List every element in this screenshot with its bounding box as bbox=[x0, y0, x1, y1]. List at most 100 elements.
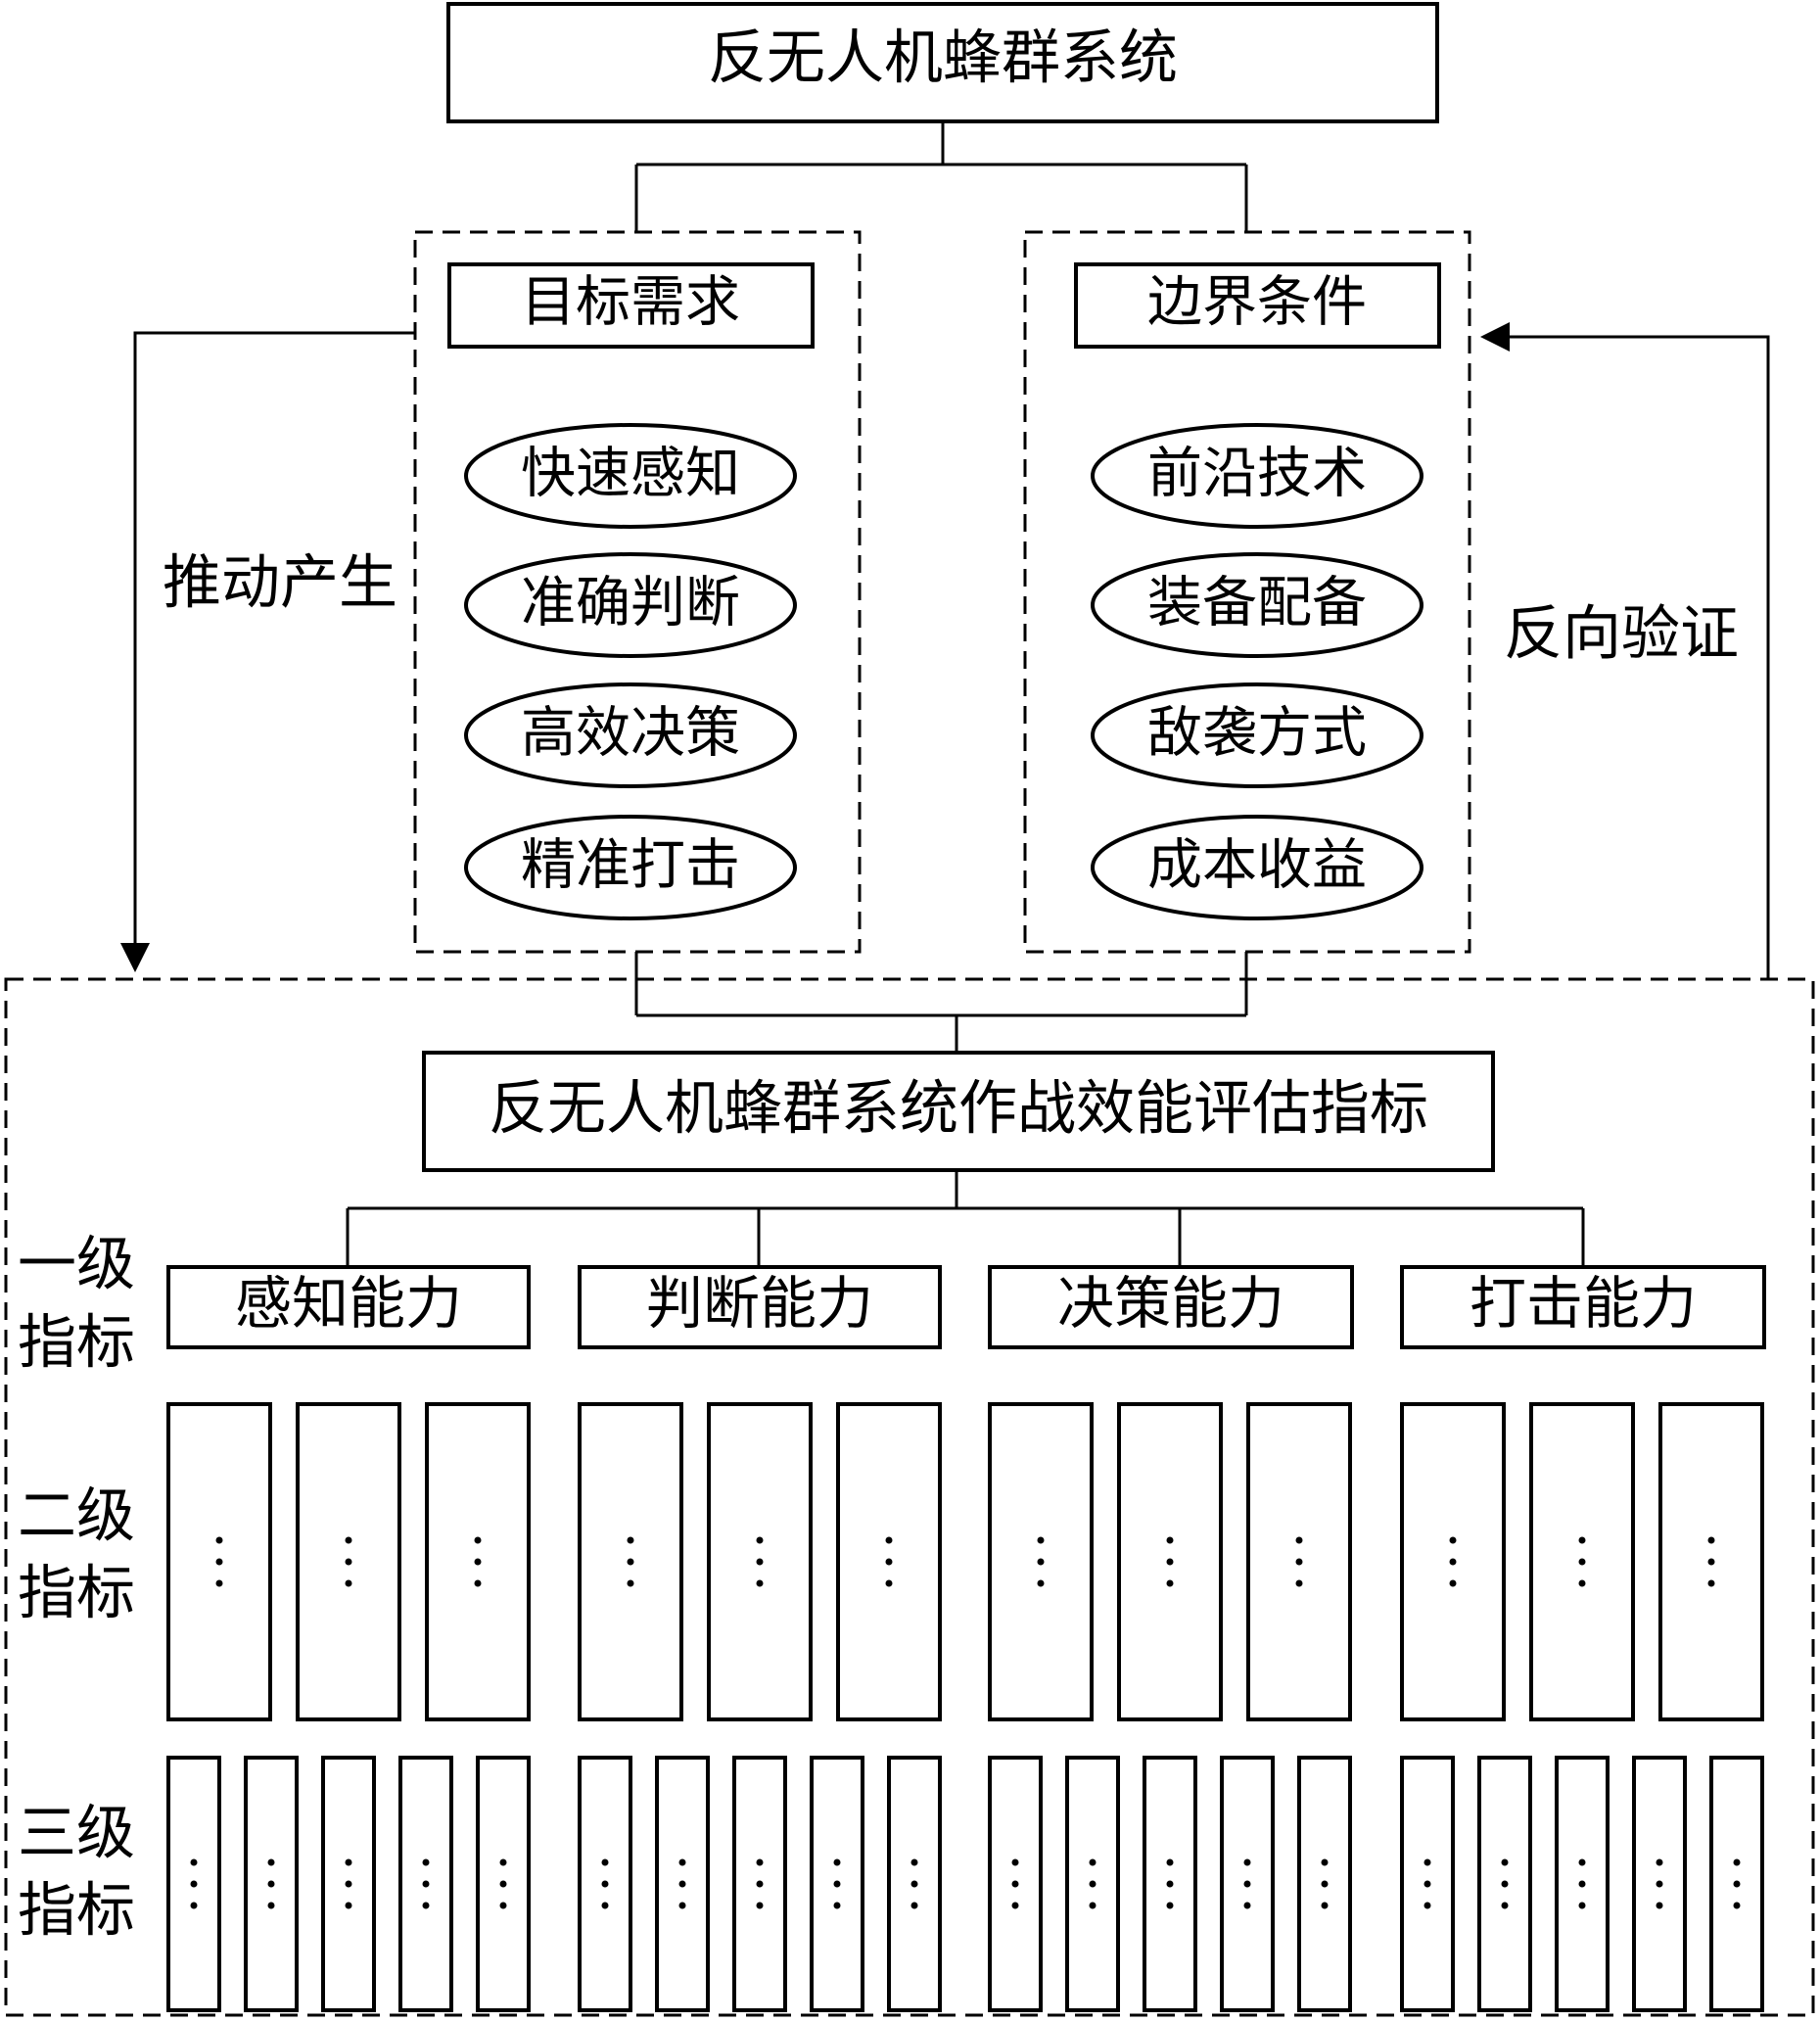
push-arrow bbox=[120, 331, 415, 972]
indicator-box bbox=[1143, 1756, 1197, 2012]
level1-label: 判断能力 bbox=[646, 1270, 873, 1337]
ellipsis-dot bbox=[267, 1880, 275, 1888]
top-system-title: 反无人机蜂群系统 bbox=[708, 24, 1178, 93]
ellipsis-dot bbox=[756, 1902, 764, 1909]
ellipsis-dot bbox=[1578, 1579, 1586, 1587]
left-item-label: 快速感知 bbox=[521, 443, 740, 506]
ellipsis-dot bbox=[1321, 1902, 1329, 1909]
ellipsis-dot bbox=[345, 1858, 352, 1866]
right-item-ellipse bbox=[1091, 552, 1423, 658]
ellipsis-dot bbox=[1166, 1536, 1174, 1544]
ellipsis-dot bbox=[474, 1558, 482, 1566]
level3-boxes bbox=[166, 1756, 1764, 2012]
top-system-box bbox=[446, 2, 1439, 123]
ellipsis-dot bbox=[627, 1536, 634, 1544]
left-item-label: 高效决策 bbox=[521, 702, 740, 766]
level1-label: 打击能力 bbox=[1470, 1270, 1697, 1337]
ellipsis-dot bbox=[345, 1902, 352, 1909]
ellipsis-dot bbox=[1011, 1902, 1019, 1909]
level1-box bbox=[166, 1265, 531, 1349]
ellipsis-dot bbox=[422, 1858, 430, 1866]
ellipsis-dot bbox=[678, 1858, 686, 1866]
ellipsis-dot bbox=[1089, 1858, 1097, 1866]
ellipsis-dot bbox=[1089, 1880, 1097, 1888]
right-group-items: 前沿技术 装备配备 敌袭方式 成本收益 bbox=[1091, 423, 1423, 920]
ellipsis-dot bbox=[756, 1858, 764, 1866]
ellipsis-dot bbox=[1656, 1880, 1663, 1888]
ellipsis-dot bbox=[1707, 1536, 1715, 1544]
ellipsis-dot bbox=[345, 1579, 352, 1587]
ellipsis-dot bbox=[910, 1880, 918, 1888]
ellipsis-dot bbox=[1166, 1579, 1174, 1587]
ellipsis-dot bbox=[215, 1579, 223, 1587]
level-label-line: 二级 bbox=[18, 1482, 135, 1551]
ellipsis-dot bbox=[678, 1880, 686, 1888]
ellipsis-dot bbox=[756, 1880, 764, 1888]
left-item-ellipse bbox=[464, 423, 797, 529]
right-item-ellipse bbox=[1091, 815, 1423, 920]
ellipsis-dot bbox=[190, 1902, 198, 1909]
eval-title-box bbox=[422, 1051, 1495, 1172]
ellipsis-dot bbox=[1578, 1858, 1586, 1866]
ellipsis-dot bbox=[1295, 1579, 1303, 1587]
ellipsis-dot bbox=[345, 1880, 352, 1888]
ellipsis-dot bbox=[1449, 1536, 1457, 1544]
right-item-ellipse bbox=[1091, 682, 1423, 788]
right-group-title: 边界条件 bbox=[1147, 271, 1367, 335]
ellipsis-dot bbox=[885, 1558, 893, 1566]
left-item-label: 准确判断 bbox=[521, 572, 740, 635]
ellipsis-dot bbox=[756, 1579, 764, 1587]
ellipsis-dot bbox=[1707, 1558, 1715, 1566]
left-item-ellipse bbox=[464, 815, 797, 920]
ellipsis-dot bbox=[345, 1558, 352, 1566]
ellipsis-dot bbox=[1089, 1902, 1097, 1909]
ellipsis-dot bbox=[627, 1558, 634, 1566]
level1-label: 决策能力 bbox=[1057, 1270, 1284, 1337]
ellipsis-dot bbox=[1733, 1858, 1741, 1866]
ellipsis-dot bbox=[1656, 1902, 1663, 1909]
indicator-box bbox=[1529, 1402, 1635, 1721]
ellipsis-dot bbox=[1011, 1880, 1019, 1888]
level-label-line: 指标 bbox=[18, 1309, 135, 1378]
ellipsis-dot bbox=[1733, 1902, 1741, 1909]
left-item-ellipse bbox=[464, 552, 797, 658]
ellipsis-dot bbox=[1295, 1536, 1303, 1544]
ellipsis-dot bbox=[499, 1858, 507, 1866]
level2-boxes bbox=[166, 1402, 1764, 1721]
ellipsis-dot bbox=[1295, 1558, 1303, 1566]
ellipsis-dot bbox=[1423, 1858, 1431, 1866]
ellipsis-dot bbox=[1501, 1880, 1509, 1888]
level-label-line: 指标 bbox=[18, 1877, 135, 1946]
indicator-box bbox=[655, 1756, 710, 2012]
level-label-2: 二级 指标 bbox=[18, 1482, 135, 1628]
level-label-line: 三级 bbox=[18, 1800, 135, 1868]
ellipsis-dot bbox=[1578, 1880, 1586, 1888]
ellipsis-dot bbox=[1037, 1536, 1045, 1544]
ellipsis-dot bbox=[1166, 1902, 1174, 1909]
right-item-label: 成本收益 bbox=[1147, 834, 1367, 898]
left-item-label: 精准打击 bbox=[521, 834, 740, 898]
level-label-3: 三级 指标 bbox=[18, 1800, 135, 1946]
ellipsis-dot bbox=[601, 1902, 609, 1909]
ellipsis-dot bbox=[190, 1858, 198, 1866]
ellipsis-dot bbox=[1243, 1880, 1251, 1888]
ellipsis-dot bbox=[885, 1579, 893, 1587]
eval-connector bbox=[634, 952, 1248, 1053]
eval-title: 反无人机蜂群系统作战效能评估指标 bbox=[489, 1075, 1428, 1144]
ellipsis-dot bbox=[1243, 1858, 1251, 1866]
push-arrow-label: 推动产生 bbox=[163, 549, 397, 618]
ellipsis-dot bbox=[1166, 1880, 1174, 1888]
ellipsis-dot bbox=[756, 1536, 764, 1544]
right-item-label: 敌袭方式 bbox=[1147, 702, 1367, 766]
indicator-box bbox=[1555, 1756, 1610, 2012]
level1-boxes: 感知能力 判断能力 决策能力 打击能力 bbox=[166, 1265, 1766, 1349]
ellipsis-dot bbox=[345, 1536, 352, 1544]
ellipsis-dot bbox=[885, 1536, 893, 1544]
level1-label: 感知能力 bbox=[235, 1270, 462, 1337]
ellipsis-dot bbox=[215, 1558, 223, 1566]
ellipsis-dot bbox=[1321, 1880, 1329, 1888]
left-group-items: 快速感知 准确判断 高效决策 精准打击 bbox=[464, 423, 797, 920]
right-item-ellipse bbox=[1091, 423, 1423, 529]
ellipsis-dot bbox=[601, 1858, 609, 1866]
